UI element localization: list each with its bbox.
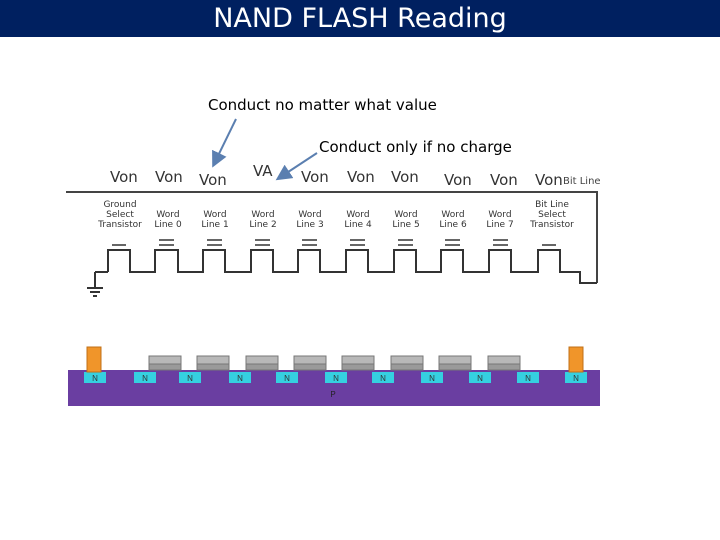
n-region-label: N	[92, 374, 98, 383]
n-region-label: N	[477, 374, 483, 383]
gate-voltage-label: Von	[391, 168, 419, 186]
nand-channel-wire	[107, 249, 597, 284]
n-diffusion-regions	[84, 372, 587, 383]
n-region-label: N	[142, 374, 148, 383]
ground-icon	[87, 287, 103, 297]
n-region-label: N	[237, 374, 243, 383]
n-region-label: N	[429, 374, 435, 383]
bit-line-label: Bit Line	[563, 176, 601, 187]
page-title: NAND FLASH Reading	[0, 0, 720, 37]
selected-gate-voltage-label: VA	[253, 162, 273, 180]
n-region-label: N	[187, 374, 193, 383]
n-region-label: N	[284, 374, 290, 383]
n-region-label: N	[573, 374, 579, 383]
gate-symbols	[112, 239, 556, 246]
n-region-label: N	[525, 374, 531, 383]
ground-select-gate	[86, 346, 102, 373]
gate-voltage-label: Von	[444, 171, 472, 189]
word-line-gate-stacks	[148, 355, 521, 371]
gate-voltage-label: Von	[347, 168, 375, 186]
annotation-conduct-any-value: Conduct no matter what value	[208, 96, 437, 114]
annotation-conduct-if-no-charge: Conduct only if no charge	[319, 138, 512, 156]
p-substrate-label: P	[330, 390, 335, 399]
gate-voltage-label: Von	[535, 171, 563, 189]
gate-voltage-label: Von	[199, 171, 227, 189]
arrow-to-selected-gate	[275, 152, 318, 181]
arrow-to-unselected-gate	[212, 118, 237, 168]
gate-voltage-label: Von	[301, 168, 329, 186]
n-region-label: N	[380, 374, 386, 383]
gate-voltage-label: Von	[490, 171, 518, 189]
bit-line-select-gate	[568, 346, 584, 373]
n-region-label: N	[333, 374, 339, 383]
gate-voltage-label: Von	[110, 168, 138, 186]
gate-voltage-label: Von	[155, 168, 183, 186]
